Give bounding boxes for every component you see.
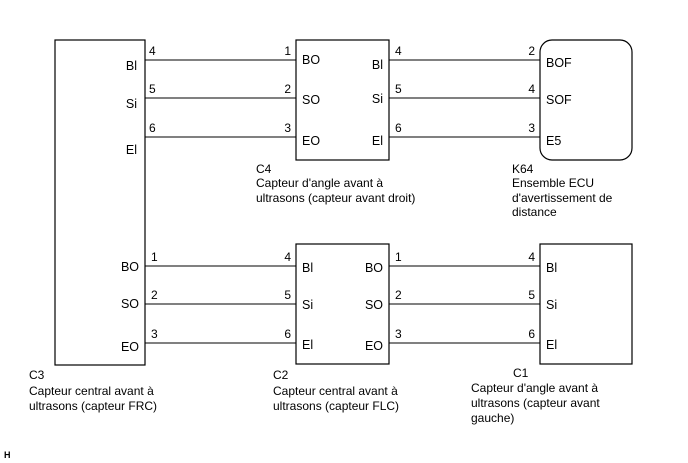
c2-signal-bo: BO	[365, 261, 383, 275]
c1-pin-5: 5	[528, 288, 535, 302]
c3-signal-e-in: El	[126, 143, 137, 157]
c1-code: C1	[513, 366, 529, 380]
c2-pin-2: 2	[395, 288, 402, 302]
c4-signal-si: Si	[372, 92, 383, 106]
c3-code: C3	[29, 368, 45, 382]
c2-pin-4: 4	[284, 250, 291, 264]
c4-pin-3: 3	[284, 121, 291, 135]
c2-caption-line-2: ultrasons (capteur FLC)	[273, 399, 399, 413]
c2-signal-so: SO	[365, 298, 383, 312]
c3-caption-line-2: ultrasons (capteur FRC)	[29, 399, 157, 413]
c2-pin-1: 1	[395, 250, 402, 264]
c3-pin-6: 6	[149, 121, 156, 135]
c4-pin-6: 6	[395, 121, 402, 135]
c2-code: C2	[273, 368, 289, 382]
c2-pin-5: 5	[284, 288, 291, 302]
c3-pin-4: 4	[149, 44, 156, 58]
c4-signal-so: SO	[302, 93, 320, 107]
corner-mark: H	[4, 450, 11, 460]
c2-box	[295, 243, 390, 365]
c4-pin-4: 4	[395, 44, 402, 58]
c3-box	[54, 39, 146, 366]
c3-pin-2: 2	[151, 288, 158, 302]
k64-box	[539, 39, 633, 161]
c1-caption-line-3: gauche)	[471, 411, 514, 425]
c2-signal-bi: Bl	[302, 261, 313, 275]
c1-pin-4: 4	[528, 250, 535, 264]
c4-box	[295, 39, 390, 161]
c3-signal-s-out: SO	[121, 297, 139, 311]
c3-signal-e-out: EO	[121, 340, 139, 354]
c1-caption-line-1: Capteur d'angle avant à	[471, 381, 598, 395]
k64-caption-line-3: distance	[512, 205, 557, 219]
c4-signal-ei: El	[372, 134, 383, 148]
c2-caption-line-1: Capteur central avant à	[273, 384, 398, 398]
c3-pin-1: 1	[151, 250, 158, 264]
c1-signal-si: Si	[546, 298, 557, 312]
k64-pin-4: 4	[528, 82, 535, 96]
c4-pin-5: 5	[395, 82, 402, 96]
c3-caption-line-1: Capteur central avant à	[29, 384, 154, 398]
c4-code: C4	[256, 162, 272, 176]
c3-signal-s-in: Si	[126, 97, 137, 111]
c2-signal-ei: El	[302, 338, 313, 352]
c3-signal-b-out: BO	[121, 260, 139, 274]
k64-code: K64	[512, 162, 534, 176]
c2-signal-eo: EO	[365, 339, 383, 353]
c1-pin-6: 6	[528, 327, 535, 341]
k64-pin-3: 3	[528, 121, 535, 135]
k64-pin-2: 2	[528, 44, 535, 58]
c1-signal-ei: El	[546, 338, 557, 352]
c3-pin-3: 3	[151, 327, 158, 341]
c1-signal-bi: Bl	[546, 261, 557, 275]
c4-signal-bo: BO	[302, 53, 320, 67]
c1-caption-line-2: ultrasons (capteur avant	[471, 396, 600, 410]
c3-pin-5: 5	[149, 82, 156, 96]
k64-signal-bof: BOF	[546, 56, 572, 70]
c4-pin-1: 1	[284, 44, 291, 58]
c4-pin-2: 2	[284, 82, 291, 96]
c4-signal-eo: EO	[302, 134, 320, 148]
k64-caption-line-2: d'avertissement de	[512, 191, 613, 205]
c4-caption-line-2: ultrasons (capteur avant droit)	[256, 191, 415, 205]
c3-signal-b-in: Bl	[126, 59, 137, 73]
c2-signal-si: Si	[302, 298, 313, 312]
c4-caption-line-1: Capteur d'angle avant à	[256, 176, 383, 190]
c2-pin-3: 3	[395, 327, 402, 341]
k64-signal-sof: SOF	[546, 93, 572, 107]
k64-signal-e5: E5	[546, 134, 561, 148]
k64-caption-line-1: Ensemble ECU	[512, 176, 594, 190]
c4-signal-bi: Bl	[372, 58, 383, 72]
c1-box	[539, 243, 633, 365]
c2-pin-6: 6	[284, 327, 291, 341]
